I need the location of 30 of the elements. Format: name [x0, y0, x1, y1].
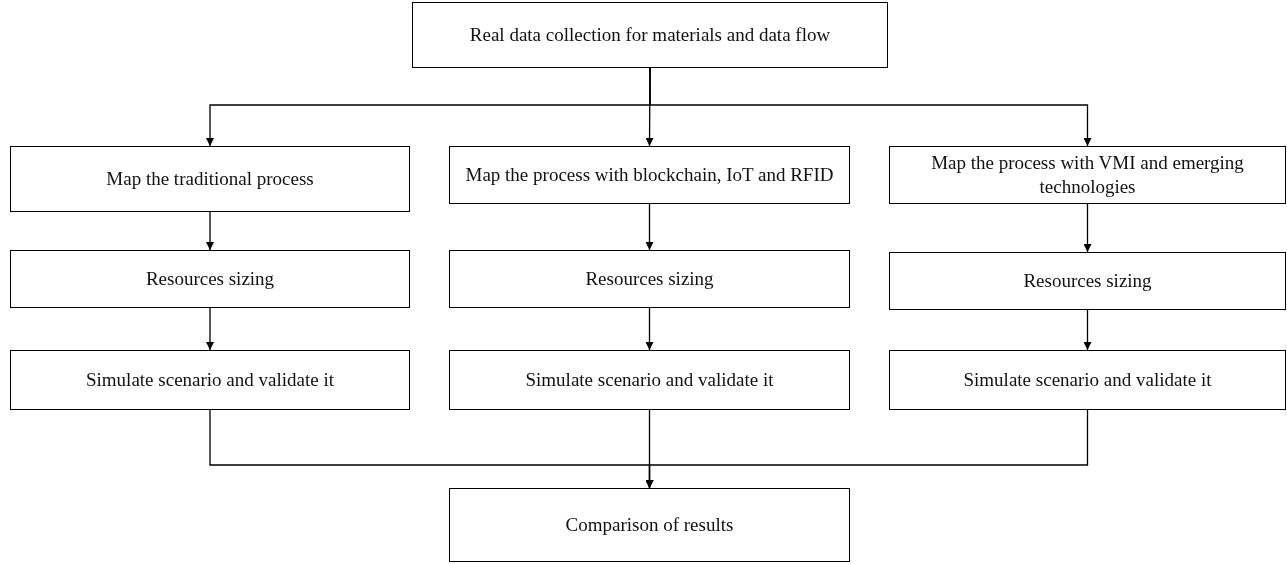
arrow	[649, 67, 1092, 147]
box-label: Map the traditional process	[106, 167, 314, 191]
box-label: Map the process with blockchain, IoT and RFID	[465, 163, 834, 187]
arrow	[645, 307, 654, 351]
box-label: Map the process with VMI and emerging technologies	[930, 151, 1245, 199]
box-label: Resources sizing	[145, 267, 275, 291]
arrow	[206, 211, 214, 251]
box-label: Comparison of results	[565, 513, 734, 537]
arrow	[645, 203, 654, 251]
box-label: Simulate scenario and validate it	[86, 368, 334, 392]
process-box	[889, 350, 1286, 410]
arrow	[206, 307, 214, 351]
arrow	[645, 409, 1089, 489]
process-box	[449, 488, 850, 562]
process-box	[449, 146, 850, 204]
process-box	[889, 146, 1286, 204]
process-box	[449, 350, 850, 410]
process-box	[10, 250, 410, 308]
process-box	[889, 252, 1286, 310]
box-label: Simulate scenario and validate it	[963, 368, 1212, 392]
box-label: Simulate scenario and validate it	[525, 368, 774, 392]
arrow	[1083, 309, 1092, 351]
process-box	[10, 146, 410, 212]
box-label: Real data collection for materials and data flow	[469, 23, 831, 47]
arrow	[1083, 203, 1092, 253]
box-label: Resources sizing	[1023, 269, 1152, 293]
process-box	[449, 250, 850, 308]
process-box	[412, 2, 888, 68]
box-label: Resources sizing	[585, 267, 714, 291]
process-box	[10, 350, 410, 410]
